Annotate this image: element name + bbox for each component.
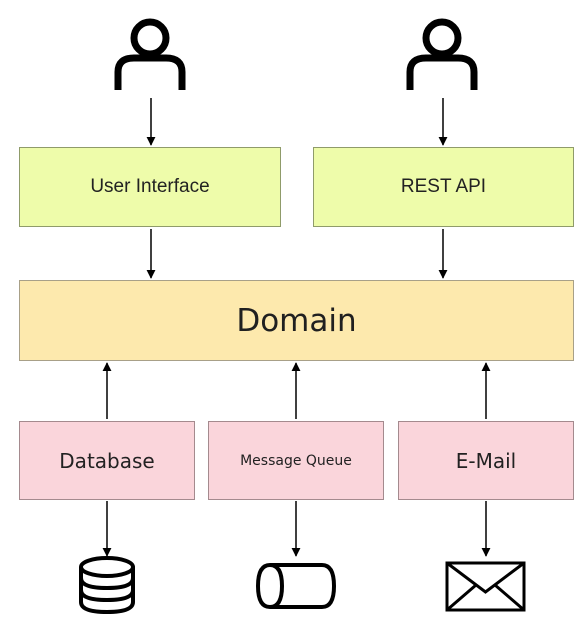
domain-label: Domain: [236, 302, 357, 339]
database-label: Database: [59, 448, 155, 473]
person-icon: [114, 18, 186, 90]
user-interface-label: User Interface: [90, 176, 210, 197]
email-label: E-Mail: [455, 448, 517, 473]
message-queue-label: Message Queue: [240, 452, 352, 469]
domain-box: Domain: [19, 280, 574, 361]
database-icon: [79, 556, 135, 615]
queue-cylinder-icon: [255, 563, 337, 609]
message-queue-box: Message Queue: [208, 421, 384, 500]
person-icon: [406, 18, 478, 90]
rest-api-box: REST API: [313, 147, 574, 227]
envelope-icon: [445, 561, 526, 612]
database-box: Database: [19, 421, 195, 500]
email-box: E-Mail: [398, 421, 574, 500]
rest-api-label: REST API: [400, 176, 487, 197]
user-interface-box: User Interface: [19, 147, 281, 227]
